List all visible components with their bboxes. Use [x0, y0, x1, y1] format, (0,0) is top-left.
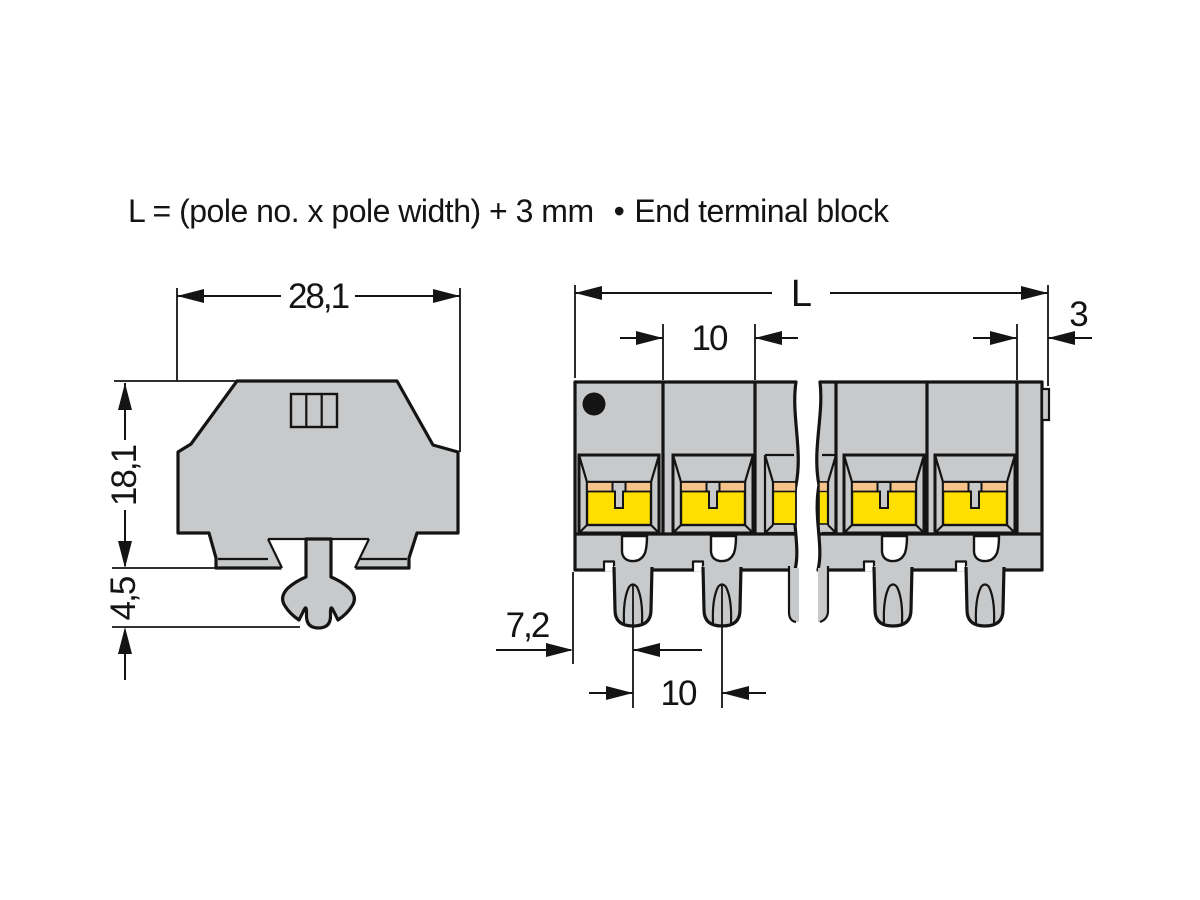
clamp-window-partial-right — [818, 453, 838, 535]
snap-foot — [281, 537, 356, 630]
side-view-body — [176, 379, 460, 570]
side-view: 28,1 18,1 4,5 — [104, 277, 461, 680]
dim-pole-width: 10 — [620, 319, 798, 380]
dim-foot-pitch-label: 10 — [661, 674, 697, 713]
clamp-window — [933, 453, 1017, 535]
dim-foot-label: 4,5 — [104, 577, 143, 620]
dim-height-label: 18,1 — [105, 445, 144, 506]
dim-length-label: L — [791, 273, 811, 315]
dim-foot-height: 4,5 — [104, 577, 300, 680]
front-view: L 10 3 7,2 — [496, 273, 1092, 713]
dim-pole-width-label: 10 — [692, 319, 728, 358]
bullet-icon: • — [614, 193, 625, 229]
clamp-window — [577, 453, 661, 535]
mounting-pin — [964, 564, 1006, 628]
marking-dot — [582, 392, 606, 416]
clamp-window — [842, 453, 926, 535]
title-note: End terminal block — [634, 193, 890, 229]
dim-foot-offset: 7,2 — [496, 572, 702, 708]
dim-end-block: 3 — [973, 295, 1092, 380]
dim-width-label: 28,1 — [288, 277, 349, 316]
clamp-window-partial-left — [763, 453, 797, 535]
dim-length: L — [574, 273, 1049, 386]
dim-height: 18,1 — [105, 380, 238, 569]
mounting-pin — [872, 564, 914, 628]
end-latch-tab — [1040, 387, 1051, 422]
marking-field — [289, 392, 339, 429]
dim-width: 28,1 — [176, 277, 461, 452]
dim-end-block-label: 3 — [1069, 295, 1087, 334]
clamp-window — [671, 453, 755, 535]
dim-foot-offset-label: 7,2 — [506, 606, 549, 645]
title-formula: L = (pole no. x pole width) + 3 mm — [128, 193, 594, 229]
dim-foot-pitch: 10 — [589, 584, 766, 713]
page-title: L = (pole no. x pole width) + 3 mm •End t… — [128, 193, 890, 229]
